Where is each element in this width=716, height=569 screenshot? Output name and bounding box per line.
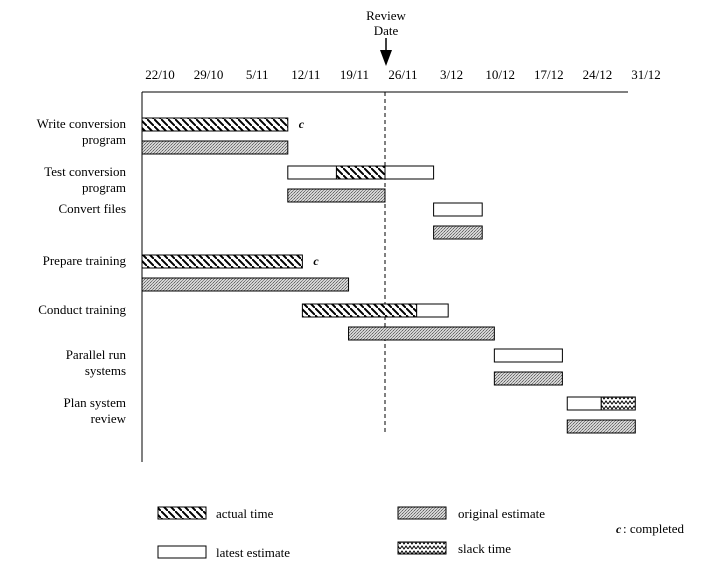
x-tick-label: 22/10 bbox=[145, 67, 175, 82]
task-label-line1: Plan system bbox=[64, 395, 126, 410]
task-label-line1: Write conversion bbox=[37, 116, 127, 131]
task-label-line2: program bbox=[82, 180, 126, 195]
x-tick-label: 29/10 bbox=[194, 67, 224, 82]
legend-actual-swatch bbox=[157, 506, 207, 520]
legend-actual-label: actual time bbox=[216, 506, 274, 521]
actual-time-bar bbox=[301, 303, 418, 318]
latest-estimate-bar bbox=[566, 396, 602, 411]
x-tick-label: 5/11 bbox=[246, 67, 269, 82]
legend-slack-swatch bbox=[397, 541, 447, 555]
latest-estimate-bar bbox=[493, 348, 563, 363]
completed-marker: c bbox=[313, 254, 319, 268]
original-estimate-bar bbox=[287, 188, 386, 203]
legend-original-swatch bbox=[397, 506, 447, 520]
original-estimate-bar bbox=[433, 225, 483, 240]
legend-original-label: original estimate bbox=[458, 506, 545, 521]
x-tick-label: 3/12 bbox=[440, 67, 463, 82]
legend-latest-swatch bbox=[157, 545, 207, 559]
x-tick-labels: 22/10 29/10 5/11 12/11 19/11 26/11 3/12 10/12 17… bbox=[145, 67, 661, 82]
original-estimate-bar bbox=[493, 371, 563, 386]
legend-slack-label: slack time bbox=[458, 541, 511, 556]
slack-time-bar bbox=[600, 396, 636, 411]
original-estimate-bar bbox=[566, 419, 636, 434]
legend: actual time original estimate latest est… bbox=[157, 506, 685, 560]
latest-estimate-bar bbox=[433, 202, 483, 217]
task-label-line1: Test conversion bbox=[44, 164, 126, 179]
x-tick-label: 19/11 bbox=[340, 67, 369, 82]
x-tick-label: 31/12 bbox=[631, 67, 661, 82]
legend-completed-key: c bbox=[616, 522, 622, 536]
original-estimate-bar bbox=[348, 326, 495, 341]
task-label: Convert files bbox=[58, 201, 126, 216]
task-label: Conduct training bbox=[38, 302, 126, 317]
completed-marker: c bbox=[299, 117, 305, 131]
actual-time-bar bbox=[335, 165, 386, 180]
task-label-line2: systems bbox=[85, 363, 126, 378]
legend-latest-label: latest estimate bbox=[216, 545, 290, 560]
x-tick-label: 24/12 bbox=[583, 67, 613, 82]
review-label-line2: Date bbox=[374, 23, 399, 38]
latest-estimate-bar bbox=[416, 303, 449, 318]
task-label-line2: program bbox=[82, 132, 126, 147]
x-tick-label: 10/12 bbox=[485, 67, 515, 82]
original-estimate-bar bbox=[141, 277, 350, 292]
task-label: Prepare training bbox=[43, 253, 127, 268]
actual-time-bar bbox=[141, 117, 289, 132]
x-tick-label: 12/11 bbox=[291, 67, 320, 82]
actual-time-bar bbox=[141, 254, 303, 269]
task-label-line2: review bbox=[91, 411, 127, 426]
original-estimate-bar bbox=[141, 140, 289, 155]
legend-completed-text: : completed bbox=[623, 521, 685, 536]
review-arrow-head bbox=[380, 50, 392, 66]
task-label-line1: Parallel run bbox=[66, 347, 127, 362]
x-tick-label: 26/11 bbox=[388, 67, 417, 82]
x-tick-label: 17/12 bbox=[534, 67, 564, 82]
review-label-line1: Review bbox=[366, 8, 406, 23]
